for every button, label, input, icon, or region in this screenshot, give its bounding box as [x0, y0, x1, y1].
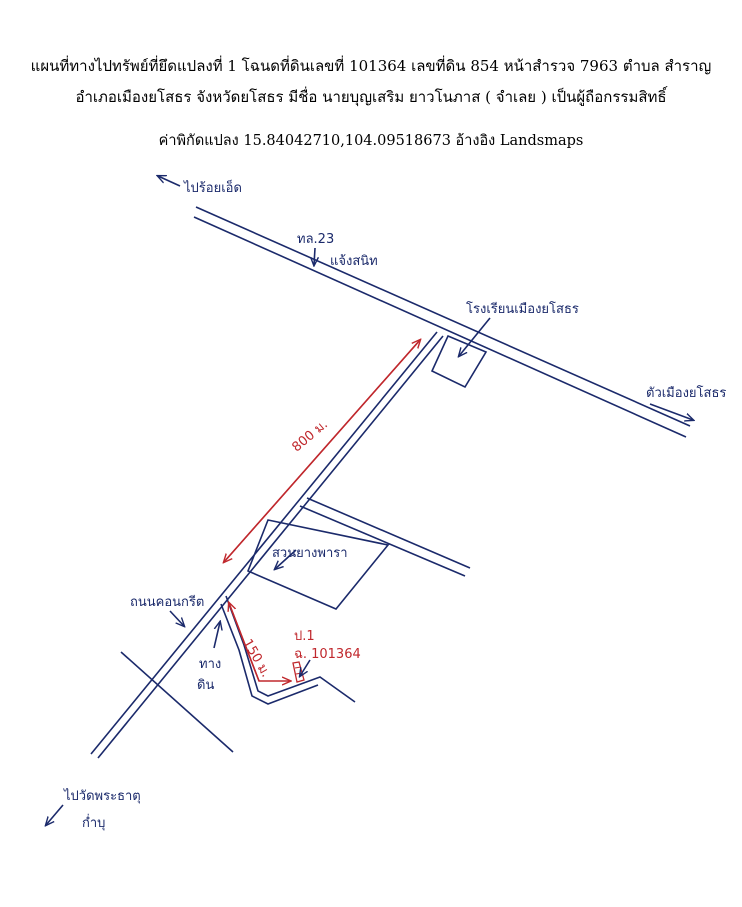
arrow-to-wat [46, 804, 64, 825]
map-title-line-2: อำเภอเมืองยโสธร จังหวัดยโสธร มีชื่อ นายบ… [75, 88, 667, 106]
label-school: โรงเรียนเมืองยโสธร [466, 301, 579, 317]
coordinates-line: ค่าพิกัดแปลง 15.84042710,104.09518673 อ้… [158, 133, 584, 149]
arrow-concrete-road [169, 610, 184, 626]
label-800m: 800 ม. [289, 417, 331, 455]
school-plot [430, 334, 488, 389]
label-highway-no: ทล.23 [297, 232, 334, 247]
side-road-south [120, 651, 234, 753]
arrow-to-roi-et [158, 176, 181, 187]
highway-23 [193, 206, 691, 438]
label-dirt-road-2: ดิน [197, 678, 214, 693]
arrow-rubber-garden [275, 549, 297, 569]
label-to-wat-2: ก่ำบุ [82, 814, 105, 831]
arrow-school [459, 317, 491, 356]
label-to-roi-et: ไปร้อยเอ็ด [183, 178, 242, 196]
rubber-garden-plot [246, 519, 390, 610]
label-concrete-road: ถนนคอนกรีต [130, 594, 204, 610]
label-to-city: ตัวเมืองยโสธร [646, 385, 726, 401]
dirt-road [220, 595, 356, 705]
distance-150m-line [229, 603, 290, 681]
arrow-to-city [649, 403, 693, 420]
arrow-dirt-road [213, 622, 220, 649]
concrete-road [90, 331, 444, 759]
map-title-line-1: แผนที่ทางไปทรัพย์ที่ยึดแปลงที่ 1 โฉนดที่… [30, 57, 712, 75]
label-highway-name: แจ้งสนิท [330, 254, 378, 269]
label-plot-no: ป.1 [294, 629, 315, 644]
label-to-wat-1: ไปวัดพระธาตุ [63, 788, 141, 804]
distance-800m-line [224, 340, 420, 562]
arrow-highway-label [314, 247, 315, 265]
label-dirt-road-1: ทาง [199, 657, 221, 672]
label-rubber-garden: สวนยางพารา [272, 546, 348, 561]
arrow-plot [300, 659, 311, 676]
side-road-east [299, 497, 471, 577]
label-deed-no: ฉ. 101364 [294, 647, 361, 662]
